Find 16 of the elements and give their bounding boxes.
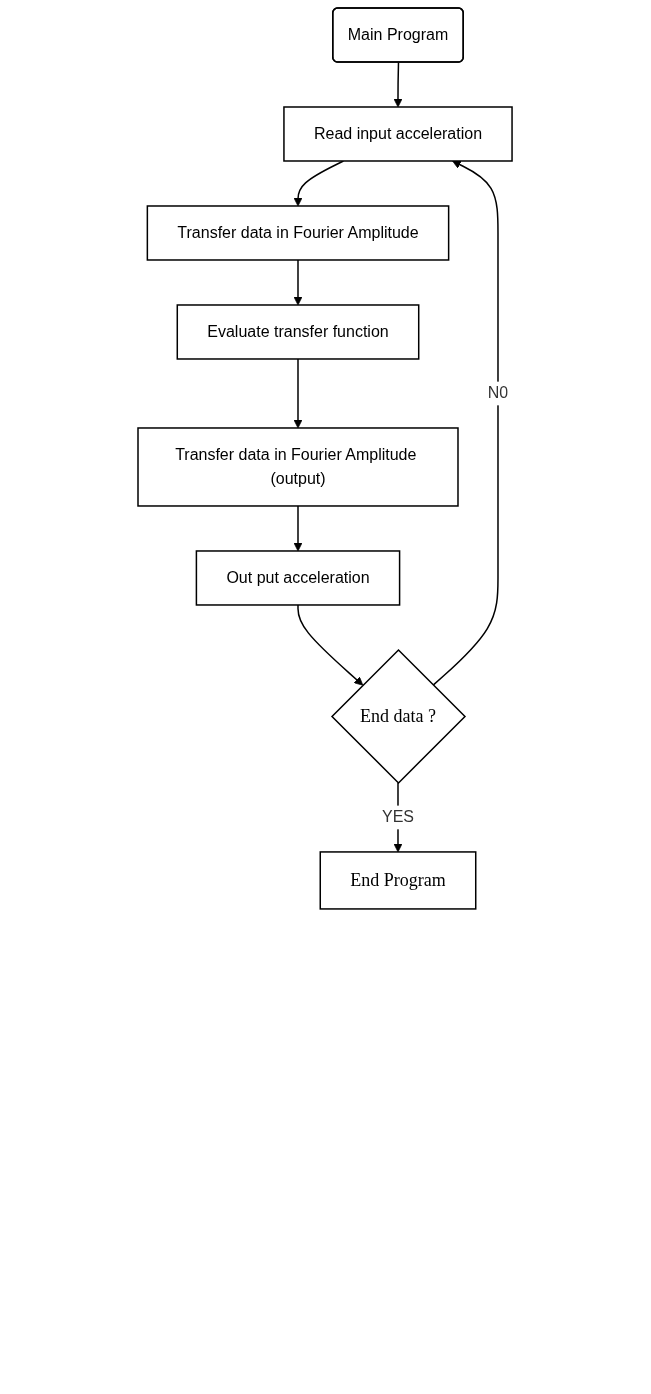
edge-label: N0 xyxy=(488,384,509,402)
node-box: Out put acceleration xyxy=(196,550,401,606)
node-box: Evaluate transfer function xyxy=(177,304,420,360)
node-box: Transfer data in Fourier Amplitude xyxy=(147,205,450,261)
node-diamond: End data ? xyxy=(331,648,467,784)
node-box: Read input acceleration xyxy=(283,106,514,162)
arrow xyxy=(294,259,303,306)
node-box: End Program xyxy=(319,851,477,910)
arrow xyxy=(432,160,500,686)
arrow xyxy=(294,160,345,207)
arrow xyxy=(294,358,303,429)
node-box: Transfer data in Fourier Amplitude (output) xyxy=(137,427,460,507)
arrow xyxy=(297,604,364,686)
edge-label: YES xyxy=(382,808,415,826)
arrow xyxy=(394,61,403,108)
arrow xyxy=(294,505,303,552)
